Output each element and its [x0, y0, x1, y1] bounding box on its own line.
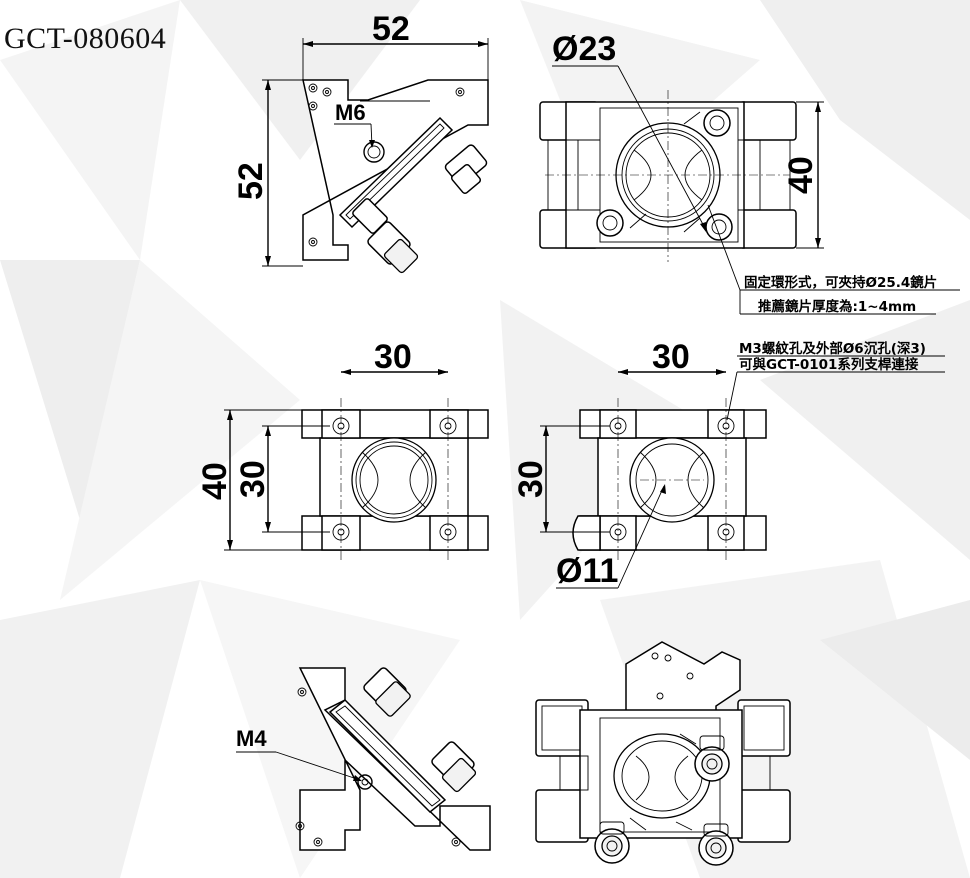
retaining-ring-note-1: 固定環形式，可夾持Ø25.4鏡片: [744, 274, 937, 291]
right-pitch-label: 30: [652, 338, 690, 376]
bottom-view: M4: [236, 667, 491, 851]
aperture-dia-label: Ø11: [556, 552, 618, 590]
left-side-view: 30 40 30: [196, 338, 489, 560]
retaining-ring-note-2: 推薦鏡片厚度為:1~4mm: [758, 298, 916, 315]
top-view: 52 52 M6: [232, 10, 489, 274]
bore-dia-label: Ø23: [552, 30, 616, 68]
mount-holes-note-1: M3螺紋孔及外部Ø6沉孔(深3): [739, 340, 926, 357]
left-pitch-label: 30: [374, 338, 412, 376]
right-inner-height-label: 30: [512, 460, 550, 498]
right-side-view: 30 30 Ø11 M3螺紋孔及外部Ø6沉孔(深3) 可與GCT-0101系列支…: [512, 338, 945, 590]
mount-holes-note-2: 可與GCT-0101系列支桿連接: [739, 356, 919, 373]
thread-m6-label: M6: [335, 100, 366, 125]
thread-m4-label: M4: [236, 726, 267, 751]
front-view: Ø23 40 固定環形式，可夾持Ø25.4鏡片 推薦鏡片厚度為:1~4mm: [539, 30, 960, 315]
left-inner-height-label: 30: [234, 460, 272, 498]
front-height-label: 40: [782, 156, 820, 194]
isometric-view: [535, 641, 791, 866]
left-outer-height-label: 40: [196, 462, 234, 500]
model-code: GCT-080604: [4, 22, 167, 55]
top-width-label: 52: [372, 10, 410, 48]
top-height-label: 52: [232, 162, 270, 200]
